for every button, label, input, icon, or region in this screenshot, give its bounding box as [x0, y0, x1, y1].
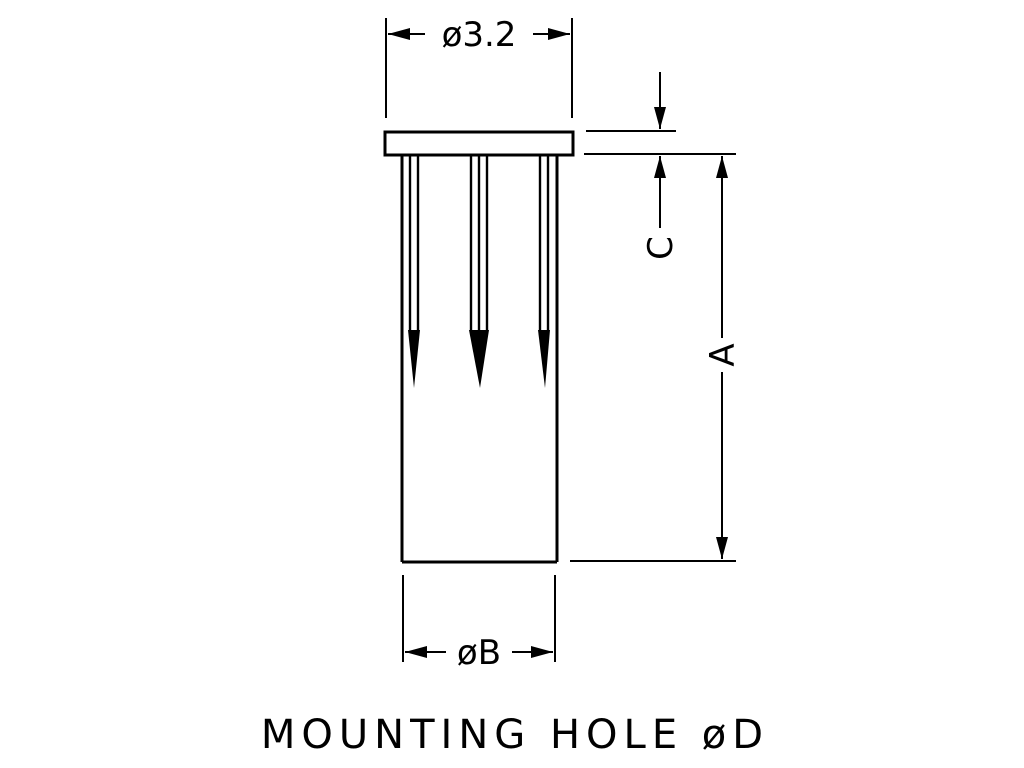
extension-lines — [570, 130, 736, 562]
height-label: A — [703, 343, 743, 366]
bottom-diameter-dimension: øB — [402, 575, 556, 673]
mounting-hole-caption: MOUNTING HOLE øD — [261, 712, 769, 758]
height-dimension: A — [703, 156, 743, 559]
top-diameter-dimension: ø3.2 — [385, 15, 573, 118]
flange-thickness-dimension: C — [641, 72, 681, 260]
spacer-flange — [383, 130, 575, 157]
locking-prong-center — [469, 153, 489, 388]
locking-prong-left — [408, 153, 420, 388]
top-diameter-label: ø3.2 — [442, 15, 517, 55]
flange-thickness-label: C — [641, 236, 681, 260]
spacer-body — [400, 155, 559, 564]
locking-prong-right — [538, 153, 550, 388]
bottom-diameter-label: øB — [457, 633, 501, 673]
